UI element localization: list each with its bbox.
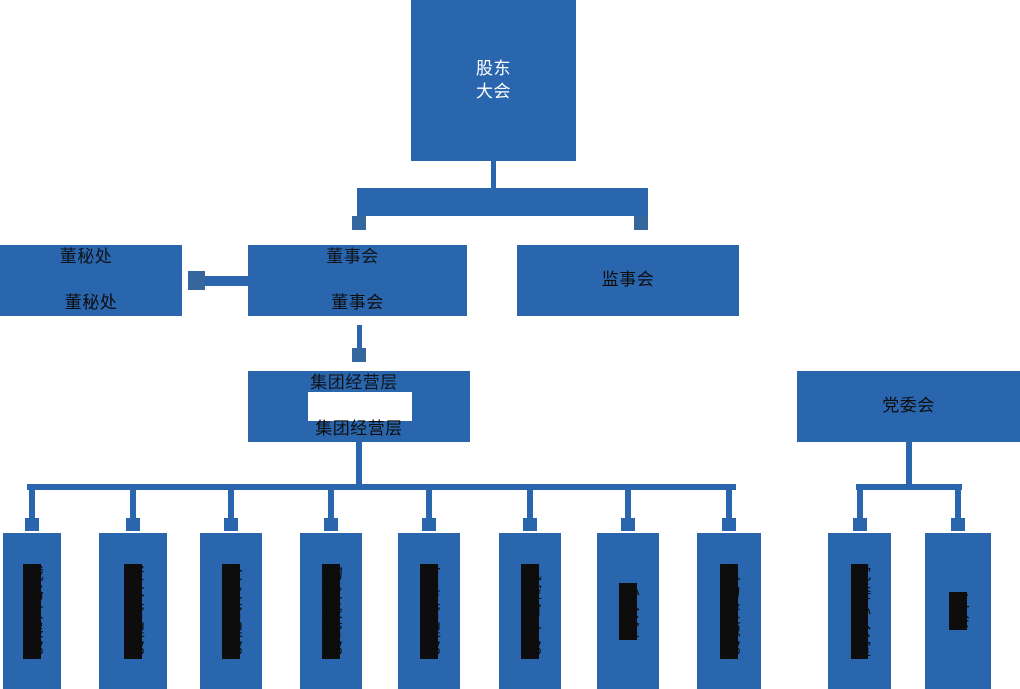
connector-secretary-to-board	[204, 276, 249, 286]
department-3-drop-cap	[324, 518, 338, 531]
node-board-secretary-office-ghost: 董秘处	[59, 247, 113, 268]
department-4-box[interactable]: 财务管理部	[398, 533, 460, 689]
department-6-box[interactable]: 办公室	[597, 533, 659, 689]
connector-management-stem	[356, 442, 362, 484]
node-board-of-directors-label: 董事会 董事会	[326, 247, 384, 313]
department-4-drop-cap	[422, 518, 436, 531]
node-shareholders-meeting-label: 股东 大会	[476, 58, 511, 102]
party-department-1-box[interactable]: 工会	[925, 533, 991, 689]
connector-party-stem	[906, 442, 912, 484]
department-7-box[interactable]: 人力资源部	[697, 533, 761, 689]
department-7-drop-cap	[722, 518, 736, 531]
department-7-drop-line	[726, 490, 732, 518]
department-1-label: 资本管理部	[123, 563, 144, 659]
node-group-management-ghost: 集团经营层	[310, 373, 398, 394]
node-group-management-label: 集团经营层 集团经营层	[310, 373, 403, 439]
party-department-0-drop-cap	[852, 518, 867, 531]
node-party-committee-label: 党委会	[882, 396, 935, 417]
department-2-drop-line	[228, 490, 234, 518]
department-7-label: 人力资源部	[719, 563, 740, 659]
department-1-drop-line	[130, 490, 136, 518]
party-department-0-drop-line	[856, 490, 863, 518]
node-board-of-supervisors[interactable]: 监事会	[517, 245, 739, 316]
department-6-drop-cap	[621, 518, 635, 531]
party-department-0-box[interactable]: 党委办公室	[828, 533, 891, 689]
department-5-box[interactable]: 风控审计部	[499, 533, 561, 689]
connector-shareholders-to-rail	[491, 161, 496, 189]
department-3-drop-line	[328, 490, 334, 518]
party-department-1-drop-line	[955, 490, 961, 518]
connector-secretary-cap	[188, 271, 205, 290]
connector-party-rail	[856, 484, 962, 490]
connector-rail-cap-left	[352, 216, 366, 230]
department-2-drop-cap	[224, 518, 238, 531]
node-board-of-supervisors-label: 监事会	[601, 270, 655, 291]
department-2-label: 企业管理部	[221, 563, 242, 659]
department-5-label: 风控审计部	[520, 563, 541, 659]
node-board-of-directors[interactable]: 董事会 董事会	[248, 245, 467, 316]
department-0-drop-line	[29, 490, 35, 518]
department-2-box[interactable]: 企业管理部	[200, 533, 262, 689]
party-department-1-label: 工会	[948, 592, 969, 630]
department-0-drop-cap	[25, 518, 39, 531]
node-board-of-directors-ghost: 董事会	[326, 247, 379, 268]
node-party-committee[interactable]: 党委会	[797, 371, 1020, 442]
department-4-drop-line	[426, 490, 432, 518]
department-1-box[interactable]: 资本管理部	[99, 533, 167, 689]
node-shareholders-meeting[interactable]: 股东 大会	[411, 0, 576, 161]
connector-level2-rail	[357, 188, 648, 216]
department-6-label: 办公室	[618, 582, 639, 640]
department-3-label: 物业经营部	[321, 563, 342, 659]
node-board-secretary-office-label: 董秘处 董秘处	[59, 247, 118, 313]
node-board-secretary-office[interactable]: 董秘处 董秘处	[0, 245, 182, 316]
department-0-label: 战略发展部	[22, 563, 43, 659]
party-department-1-drop-cap	[951, 518, 965, 531]
department-6-drop-line	[625, 490, 631, 518]
connector-board-to-management	[357, 325, 362, 349]
department-3-box[interactable]: 物业经营部	[300, 533, 362, 689]
department-5-drop-cap	[523, 518, 537, 531]
connector-rail-cap-right	[634, 216, 648, 230]
connector-management-cap	[352, 348, 366, 362]
department-0-box[interactable]: 战略发展部	[3, 533, 61, 689]
connector-departments-rail	[27, 484, 736, 490]
party-department-0-label: 党委办公室	[850, 563, 871, 659]
department-4-label: 财务管理部	[419, 563, 440, 659]
node-group-management[interactable]: 集团经营层 集团经营层	[248, 371, 470, 442]
node-group-management-highlight	[308, 392, 412, 421]
department-5-drop-line	[527, 490, 533, 518]
department-1-drop-cap	[126, 518, 140, 531]
